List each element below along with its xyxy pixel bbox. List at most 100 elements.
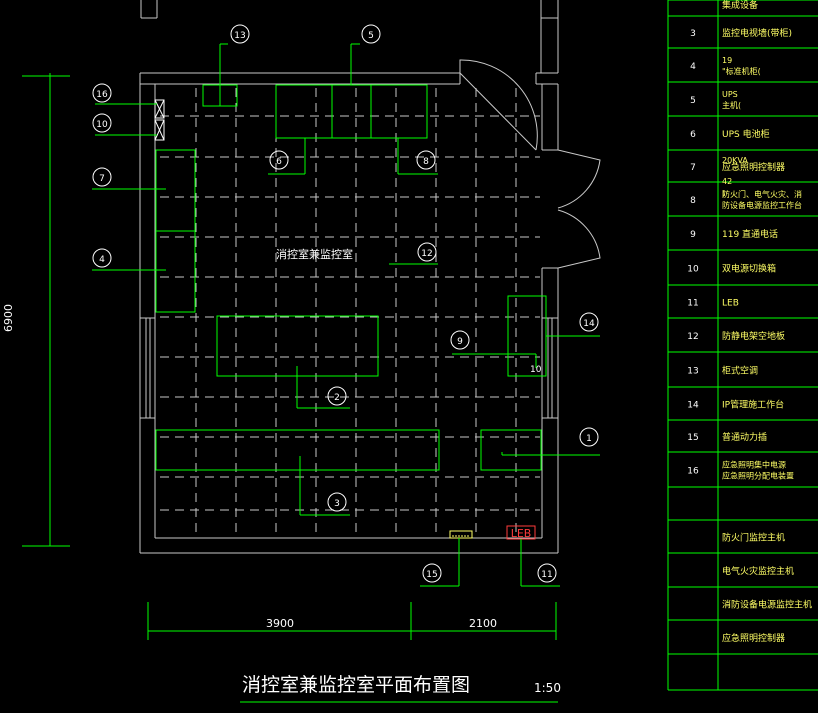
legend-number: 13 [687,367,698,377]
legend-name: UPS 电池柜 [722,128,770,140]
callout-label: 16 [96,90,108,100]
legend-name: UPS [722,90,738,99]
callout-4: 4 [92,248,112,268]
legend-name: IP管理施工作台 [722,399,784,411]
drawing-scale: 1:50 [534,681,561,695]
legend-name: 防火门监控主机 [722,532,785,544]
legend-name: 42 [722,177,732,186]
legend-number: 12 [687,332,698,342]
legend-name: LEB [722,299,739,309]
legend-row: 6 UPS 电池柜 [690,128,769,140]
legend-name: 119 直通电话 [722,228,778,240]
callout-9: 9 [450,330,470,350]
callout-label: 7 [99,174,105,184]
room-walls [139,0,601,554]
callout-label: 14 [583,319,595,329]
legend-number: 4 [690,62,696,72]
callout-leaders [92,43,600,587]
legend-name: 防火门、电气火灾、消 [722,189,802,199]
legend-row: 应急照明控制器 [722,632,785,644]
callout-label: 3 [334,499,340,509]
legend-number: 7 [690,163,696,173]
ups-and-rack-row[interactable] [275,84,428,139]
legend-number: 6 [690,130,696,140]
legend-name: 普通动力插 [722,431,767,443]
leb-label: LEB [511,527,532,540]
callout-7: 7 [92,167,112,187]
legend-row: 消防设备电源监控主机 [722,599,812,611]
callout-label: 15 [426,570,437,580]
callout-3: 3 [327,492,347,512]
callout-15: 15 [422,563,442,583]
callout-label: 4 [99,255,105,265]
video-wall[interactable] [155,429,440,471]
callout-label: 12 [421,249,432,259]
drawing-title: 消控室兼监控室平面布置图 [242,674,470,696]
callout-16: 16 [92,83,112,103]
dimension-width-right: 2100 [469,617,497,630]
callout-10: 10 [92,113,112,133]
legend-row: 15 普通动力插 [687,431,767,443]
legend-number: 8 [690,196,696,206]
legend-name: 柜式空调 [722,365,758,377]
callout-8: 8 [416,150,436,170]
legend-name: 集成设备 [722,0,758,11]
legend-name: "标准机柜( [722,66,761,76]
legend-name: 应急照明控制器 [722,161,785,173]
legend-row: 4 19"标准机柜( 42 [690,56,761,186]
callout-label: 10 [96,120,108,130]
legend-name: 应急照明集中电源 [722,460,786,470]
legend-name: ) [722,189,725,198]
legend-name: 监控电视墙(带柜) [722,27,792,39]
legend-name: 主机( [722,100,741,110]
legend-row: 14 IP管理施工作台 [687,399,784,411]
legend-name: 19 [722,56,732,65]
legend-row: 集成设备 [722,0,758,11]
dimension-height: 6900 [2,304,15,332]
legend-name: 应急照明分配电装置 [722,471,794,481]
legend-row: 9 119 直通电话 [690,228,778,240]
dimension-lines [22,73,558,703]
legend-number: 3 [690,29,696,39]
callout-13: 13 [230,24,250,44]
callout-label: 11 [541,570,552,580]
legend-name: 双电源切换箱 [722,263,776,275]
callout-label: 5 [368,31,374,41]
callout-label: 6 [276,157,282,167]
callout-label: 2 [334,393,340,403]
callout-label: 13 [234,31,245,41]
legend-name: 防静电架空地板 [722,330,785,342]
power-socket[interactable] [449,530,473,539]
callout-2: 2 [327,386,347,406]
legend-row: 12 防静电架空地板 [687,330,785,342]
callout-11: 11 [537,563,557,583]
callout-12: 12 [417,242,437,262]
legend-name: 应急照明控制器 [722,632,785,644]
power-cabinet[interactable] [480,429,542,471]
callout-5: 5 [361,24,381,44]
legend-name: 20KVA [722,156,748,165]
legend-name: 防设备电源监控工作台 [722,200,802,210]
legend-name: 电气火灾监控主机 [722,565,794,577]
legend-number: 16 [687,467,699,477]
legend-number: 14 [687,401,699,411]
legend-number: 9 [690,230,696,240]
legend-number: 15 [687,433,698,443]
wall-mounted-boxes[interactable] [154,99,165,141]
raised-floor-grid [160,88,540,536]
room-label: 消控室兼监控室 [276,247,353,261]
ip-workstation[interactable] [507,295,547,377]
legend-number: 5 [690,96,696,106]
legend-row: 电气火灾监控主机 [722,565,794,577]
legend-number: 11 [687,299,698,309]
callout-label: 9 [457,337,463,347]
legend-row: 防火门监控主机 [722,532,785,544]
legend-row: 11 LEB [687,299,739,309]
